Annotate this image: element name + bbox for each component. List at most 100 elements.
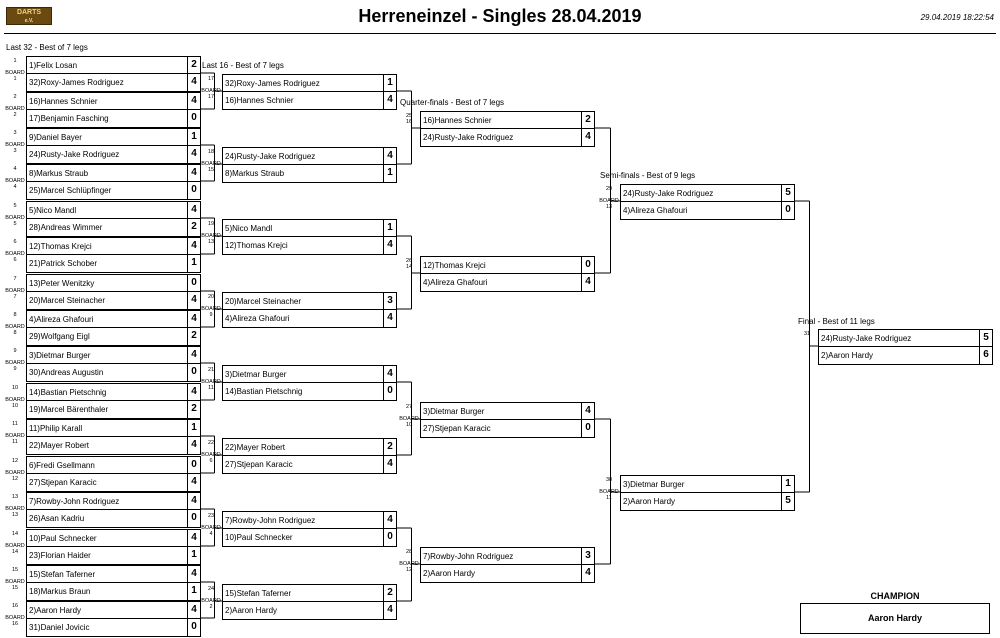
player-name: 31)Daniel Jovicic xyxy=(29,623,90,632)
player-name: 4)Alireza Ghafouri xyxy=(623,206,688,215)
player-name: 10)Paul Schnecker xyxy=(225,533,293,542)
player-score: 4 xyxy=(581,274,594,291)
board-label: BOARD xyxy=(599,489,619,495)
match-number: 6 xyxy=(13,239,17,245)
board-label: BOARD xyxy=(399,416,419,422)
player-score: 4 xyxy=(383,456,396,473)
player-name: 22)Mayer Robert xyxy=(225,443,286,452)
player-name: 27)Stjepan Karacic xyxy=(29,478,97,487)
player-name: 5)Nico Mandl xyxy=(225,224,273,233)
player-name: 8)Markus Straub xyxy=(29,169,89,178)
player-score: 4 xyxy=(383,366,396,382)
board-label: BOARD xyxy=(5,397,25,403)
board-number: 9 xyxy=(209,312,213,318)
board-label: BOARD xyxy=(201,452,221,458)
player-score: 4 xyxy=(187,146,200,163)
player-row: 4)Alireza Ghafouri 0 xyxy=(621,202,794,219)
player-name: 3)Dietmar Burger xyxy=(225,370,287,379)
board-label: BOARD xyxy=(5,106,25,112)
player-name: 2)Aaron Hardy xyxy=(423,569,476,578)
player-score: 0 xyxy=(781,202,794,219)
player-score: 4 xyxy=(187,347,200,363)
player-name: 4)Alireza Ghafouri xyxy=(225,314,290,323)
board-label: BOARD xyxy=(5,470,25,476)
board-number: 9 xyxy=(13,366,17,372)
player-score: 4 xyxy=(581,129,594,146)
match-number: 19 xyxy=(207,221,215,227)
player-name: 16)Hannes Schnier xyxy=(423,116,492,125)
player-name: 27)Stjepan Karacic xyxy=(225,460,293,469)
player-name: 24)Rusty-Jake Rodriguez xyxy=(29,150,120,159)
round-label: Final - Best of 11 legs xyxy=(798,317,875,326)
board-number: 6 xyxy=(209,458,213,464)
board-label: BOARD xyxy=(5,506,25,512)
match-number: 11 xyxy=(12,421,18,427)
match-number: 8 xyxy=(13,312,17,318)
player-name: 6)Fredi Gsellmann xyxy=(29,461,95,470)
match-number: 5 xyxy=(13,203,17,209)
player-score: 2 xyxy=(187,219,200,236)
